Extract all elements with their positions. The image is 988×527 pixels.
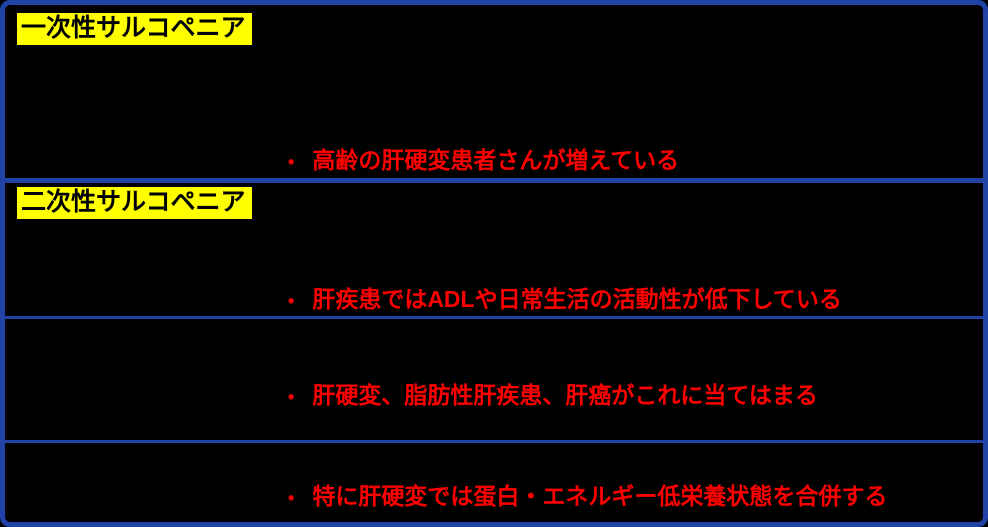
bullet-item: • 肝硬変、脂肪性肝疾患、肝癌がこれに当てはまる (288, 382, 818, 410)
bullet-item: • 高齢の肝硬変患者さんが増えている (288, 147, 679, 175)
bullet-icon: • (288, 291, 295, 311)
bullet-item: • 特に肝硬変では蛋白・エネルギー低栄養状態を合併する (288, 483, 887, 511)
bullet-text: 特に肝硬変では蛋白・エネルギー低栄養状態を合併する (312, 483, 888, 509)
primary-sarcopenia-header: 一次性サルコペニア (17, 13, 252, 45)
bullet-icon: • (288, 387, 295, 407)
row-divider (5, 316, 983, 319)
bullet-item: • 肝疾患ではADLや日常生活の活動性が低下している (288, 286, 842, 314)
row-divider (5, 440, 983, 443)
bullet-icon: • (288, 488, 295, 508)
row-divider (5, 178, 983, 183)
secondary-sarcopenia-header: 二次性サルコペニア (17, 187, 252, 219)
bullet-text: 高齢の肝硬変患者さんが増えている (312, 147, 680, 173)
bullet-icon: • (288, 152, 295, 172)
bullet-text: 肝疾患ではADLや日常生活の活動性が低下している (312, 286, 842, 312)
bullet-text: 肝硬変、脂肪性肝疾患、肝癌がこれに当てはまる (312, 382, 818, 408)
